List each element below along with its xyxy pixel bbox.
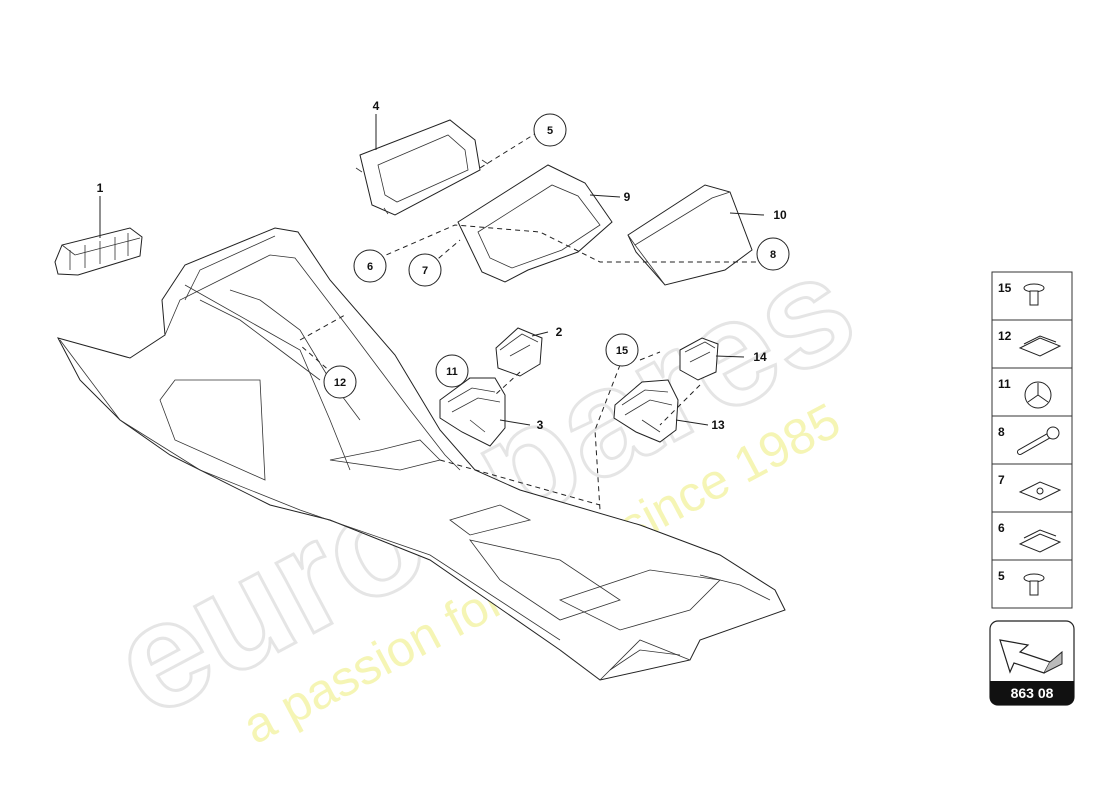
part-2-switch — [495, 327, 543, 377]
hardware-legend: 15 12 11 8 — [991, 271, 1073, 609]
star-washer-icon — [1024, 381, 1052, 409]
circle-callout-8: 8 — [756, 237, 790, 271]
svg-text:6: 6 — [998, 521, 1005, 535]
diagram-number-badge: 863 08 — [989, 620, 1075, 706]
part-13-switch-block — [613, 379, 679, 443]
callout-10: 10 — [773, 208, 787, 222]
callout-13: 13 — [711, 418, 725, 432]
clip-nut-icon — [1018, 481, 1062, 501]
legend-row-5: 5 — [998, 569, 1045, 596]
legend-row-15: 15 — [998, 281, 1045, 306]
callout-14: 14 — [753, 350, 767, 364]
legend-row-7: 7 — [998, 473, 1062, 501]
leader-lines — [99, 114, 765, 426]
legend-row-12: 12 — [998, 329, 1062, 357]
part-10-display — [627, 184, 753, 286]
callout-4: 4 — [373, 99, 380, 113]
bolt-icon — [1017, 426, 1060, 455]
svg-text:7: 7 — [998, 473, 1005, 487]
part-1-switch-unit — [54, 227, 143, 276]
legend-row-6: 6 — [998, 521, 1062, 553]
svg-text:12: 12 — [998, 329, 1012, 343]
clip-nut-icon — [1018, 529, 1062, 553]
callout-1: 1 — [97, 181, 104, 195]
svg-text:8: 8 — [998, 425, 1005, 439]
svg-text:11: 11 — [446, 366, 458, 378]
callout-9: 9 — [624, 190, 631, 204]
screw-icon — [1023, 573, 1045, 596]
svg-text:5: 5 — [998, 569, 1005, 583]
svg-text:15: 15 — [998, 281, 1012, 295]
circle-callout-5: 5 — [533, 113, 567, 147]
center-console — [57, 227, 786, 681]
arrow-icon — [999, 639, 1063, 674]
svg-text:8: 8 — [770, 249, 776, 261]
part-3-switch-block — [439, 377, 506, 447]
legend-frame — [991, 271, 1073, 609]
callout-3: 3 — [537, 418, 544, 432]
circle-callout-12: 12 — [323, 365, 357, 399]
circle-callout-6: 6 — [353, 249, 387, 283]
legend-row-11: 11 — [998, 377, 1052, 409]
svg-text:11: 11 — [998, 377, 1011, 391]
clip-nut-icon — [1018, 335, 1062, 357]
part-4-display-frame — [355, 119, 489, 216]
svg-text:7: 7 — [422, 265, 428, 277]
svg-text:5: 5 — [547, 125, 553, 137]
diagram-number: 863 08 — [1011, 685, 1054, 701]
circle-callout-7: 7 — [408, 253, 442, 287]
dashed-leaders — [299, 131, 758, 511]
circle-callout-11: 11 — [435, 354, 469, 388]
callout-2: 2 — [556, 325, 563, 339]
circle-callout-15: 15 — [605, 333, 639, 367]
circled-callouts: 5 6 7 8 11 12 15 — [323, 113, 790, 399]
legend-row-8: 8 — [998, 425, 1060, 455]
plain-callouts: 1 2 3 4 9 10 13 14 — [97, 99, 787, 432]
svg-text:15: 15 — [616, 345, 628, 357]
svg-text:6: 6 — [367, 261, 373, 273]
part-14-switch — [679, 337, 719, 381]
svg-text:12: 12 — [334, 377, 346, 389]
screw-icon — [1023, 283, 1045, 306]
part-9-trim-frame — [457, 164, 613, 283]
